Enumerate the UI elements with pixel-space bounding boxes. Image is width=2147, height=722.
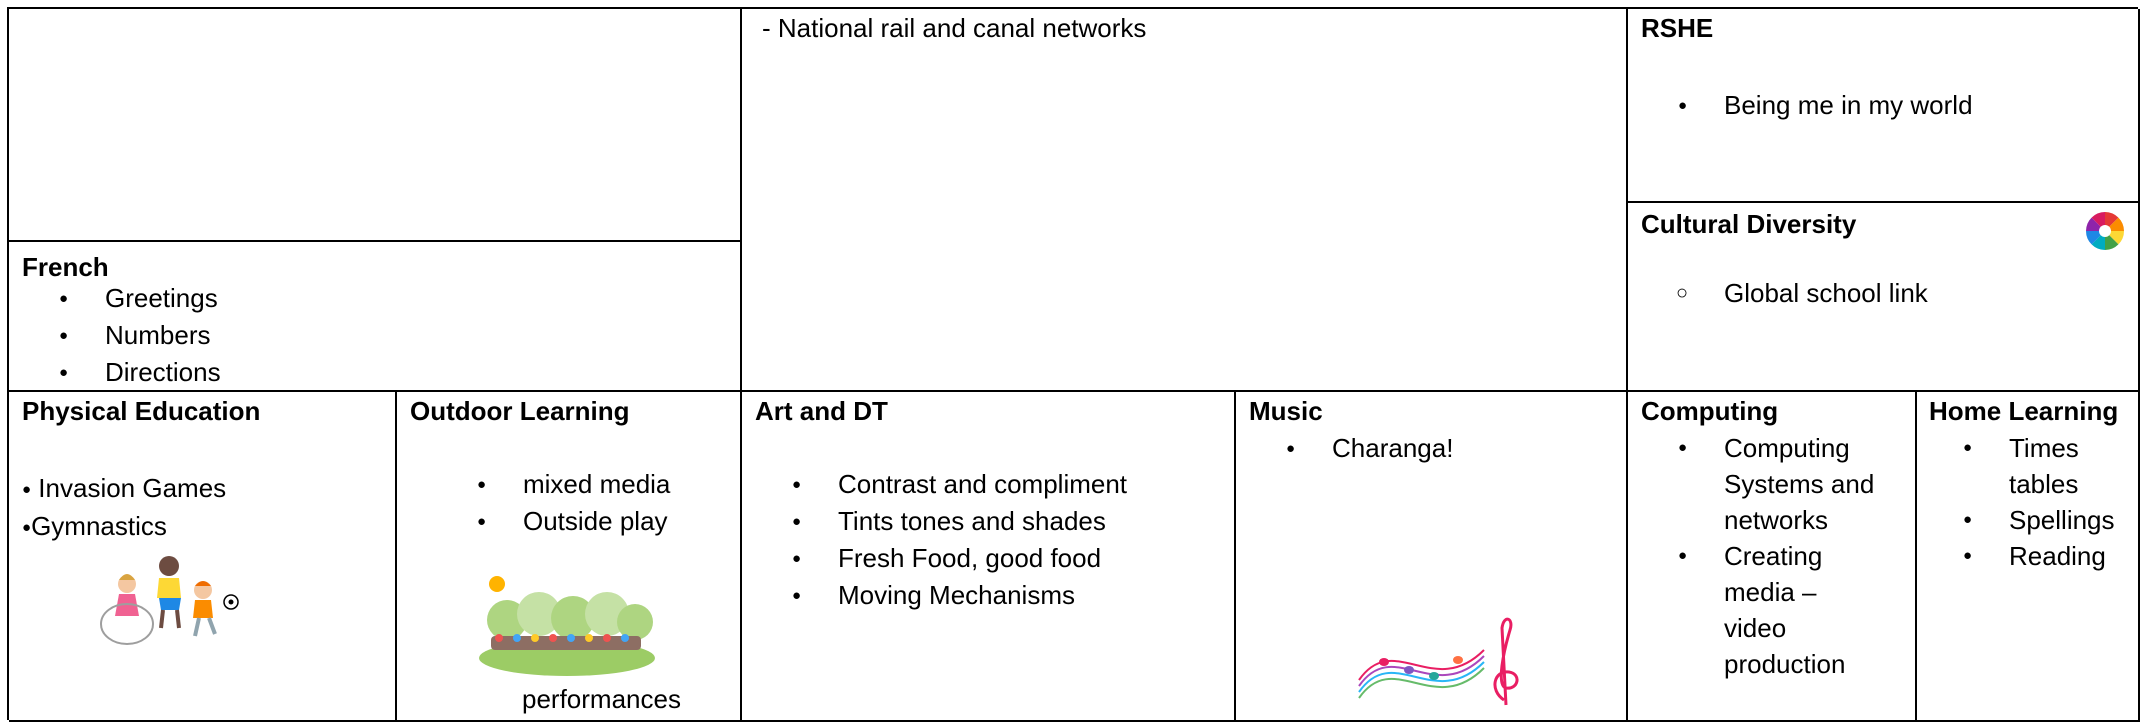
art-title: Art and DT bbox=[755, 396, 888, 426]
outdoor-list: mixed media Outside play bbox=[427, 466, 670, 540]
list-item: Computing Systems and networks bbox=[1628, 430, 1913, 538]
list-item: Creating media – video production bbox=[1628, 538, 1913, 682]
list-item: Moving Mechanisms bbox=[742, 577, 1127, 614]
list-item: Reading bbox=[1913, 538, 2133, 574]
french-list: Greetings Numbers Directions bbox=[9, 280, 221, 391]
computing-cell: Computing Computing Systems and networks… bbox=[1628, 392, 1917, 722]
list-item: Fresh Food, good food bbox=[742, 540, 1127, 577]
music-notes-illustration bbox=[1358, 617, 1519, 706]
home-learning-title: Home Learning bbox=[1929, 396, 2119, 426]
list-item: Global school link bbox=[1628, 275, 1928, 312]
art-cell: Art and DT Contrast and compliment Tints… bbox=[742, 392, 1236, 722]
french-title: French bbox=[22, 252, 109, 282]
list-item: Contrast and compliment bbox=[742, 466, 1127, 503]
cultural-diversity-cell: Cultural Diversity Global school link bbox=[1628, 203, 2140, 392]
list-item: Tints tones and shades bbox=[742, 503, 1127, 540]
music-title: Music bbox=[1249, 396, 1323, 426]
children-in-park-illustration bbox=[479, 576, 655, 676]
home-learning-list: Times tables Spellings Reading bbox=[1913, 430, 2133, 574]
outdoor-footer: performances bbox=[522, 684, 681, 714]
geography-cell: - National rail and canal networks bbox=[742, 9, 1628, 392]
computing-list: Computing Systems and networks Creating … bbox=[1628, 430, 1913, 682]
pe-title: Physical Education bbox=[22, 396, 261, 426]
music-list: Charanga! bbox=[1236, 430, 1453, 467]
pe-list: ● Invasion Games ●Gymnastics bbox=[22, 470, 226, 546]
list-item: Greetings bbox=[9, 280, 221, 317]
rshe-title: RSHE bbox=[1641, 13, 1714, 43]
list-item: Outside play bbox=[427, 503, 670, 540]
computing-title: Computing bbox=[1641, 396, 1779, 426]
list-item: Being me in my world bbox=[1628, 87, 1973, 124]
outdoor-cell: Outdoor Learning mixed media Outside pla… bbox=[397, 392, 742, 722]
list-item: Times tables bbox=[1913, 430, 2133, 502]
pe-cell: Physical Education ● Invasion Games ●Gym… bbox=[9, 392, 397, 722]
transport-note: - National rail and canal networks bbox=[762, 13, 1147, 43]
list-item: Charanga! bbox=[1236, 430, 1453, 467]
children-playing-illustration bbox=[100, 556, 239, 645]
list-item: Numbers bbox=[9, 317, 221, 354]
home-learning-cell: Home Learning Times tables Spellings Rea… bbox=[1917, 392, 2140, 722]
cultural-title: Cultural Diversity bbox=[1641, 209, 1857, 239]
outdoor-title: Outdoor Learning bbox=[410, 396, 630, 426]
list-item: Directions bbox=[9, 354, 221, 391]
music-cell: Music Charanga! bbox=[1236, 392, 1628, 722]
art-list: Contrast and compliment Tints tones and … bbox=[742, 466, 1127, 614]
curriculum-table: French Greetings Numbers Directions - Na… bbox=[7, 7, 2140, 722]
list-item: ●Gymnastics bbox=[22, 511, 167, 541]
rshe-cell: RSHE Being me in my world bbox=[1628, 9, 2140, 203]
list-item: mixed media bbox=[427, 466, 670, 503]
french-cell: French Greetings Numbers Directions bbox=[9, 242, 742, 392]
list-item: ● Invasion Games bbox=[22, 473, 227, 503]
rshe-list: Being me in my world bbox=[1628, 87, 1973, 124]
color-wheel-icon bbox=[2086, 212, 2124, 250]
list-item: Spellings bbox=[1913, 502, 2133, 538]
empty-cell bbox=[9, 9, 742, 242]
cultural-list: Global school link bbox=[1628, 275, 1928, 312]
